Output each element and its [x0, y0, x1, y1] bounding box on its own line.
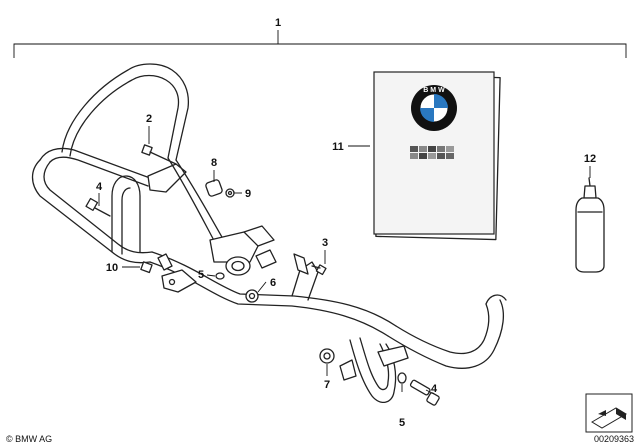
svg-text:B M W: B M W	[423, 87, 445, 94]
sleeve-8-icon	[205, 179, 223, 197]
bolt-2-icon	[141, 144, 177, 165]
callout-3: 3	[322, 237, 328, 249]
copyright-text: © BMW AG	[6, 434, 52, 444]
set-bracket	[13, 30, 627, 58]
parts-set-icon	[585, 393, 633, 433]
callout-8: 8	[211, 157, 217, 169]
callout-9: 9	[245, 188, 251, 200]
callout-10: 10	[106, 262, 118, 274]
callout-5-lower: 5	[399, 417, 405, 429]
crash-bar-assembly	[31, 63, 507, 403]
callout-2: 2	[146, 113, 152, 125]
washer-5-icon	[215, 272, 225, 280]
bmw-logo-icon: B M W	[411, 85, 457, 131]
oil-bottle-icon	[575, 177, 605, 273]
washer-5-lower-icon	[397, 372, 407, 384]
washer-6-icon	[245, 289, 259, 303]
callout-4-lower: 4	[431, 383, 438, 395]
callout-4-left: 4	[96, 181, 103, 193]
callout-5-upper: 5	[198, 269, 204, 281]
diagram-number: 00209363	[594, 434, 634, 444]
callout-11: 11	[332, 141, 344, 153]
callout-12: 12	[584, 153, 596, 165]
clamp-10-icon	[140, 253, 173, 274]
bolt-4-lower-icon	[409, 379, 440, 406]
nut-9-icon	[225, 188, 235, 198]
spacer-7-icon	[319, 348, 335, 364]
callout-7: 7	[324, 379, 330, 391]
bolt-4-left-icon	[85, 197, 111, 217]
leader-lines	[98, 126, 591, 395]
callout-6: 6	[270, 277, 276, 289]
instruction-booklet: B M W	[373, 71, 501, 241]
callout-1: 1	[275, 17, 281, 29]
language-flags-icon	[410, 146, 454, 159]
screw-3-icon	[293, 253, 327, 276]
